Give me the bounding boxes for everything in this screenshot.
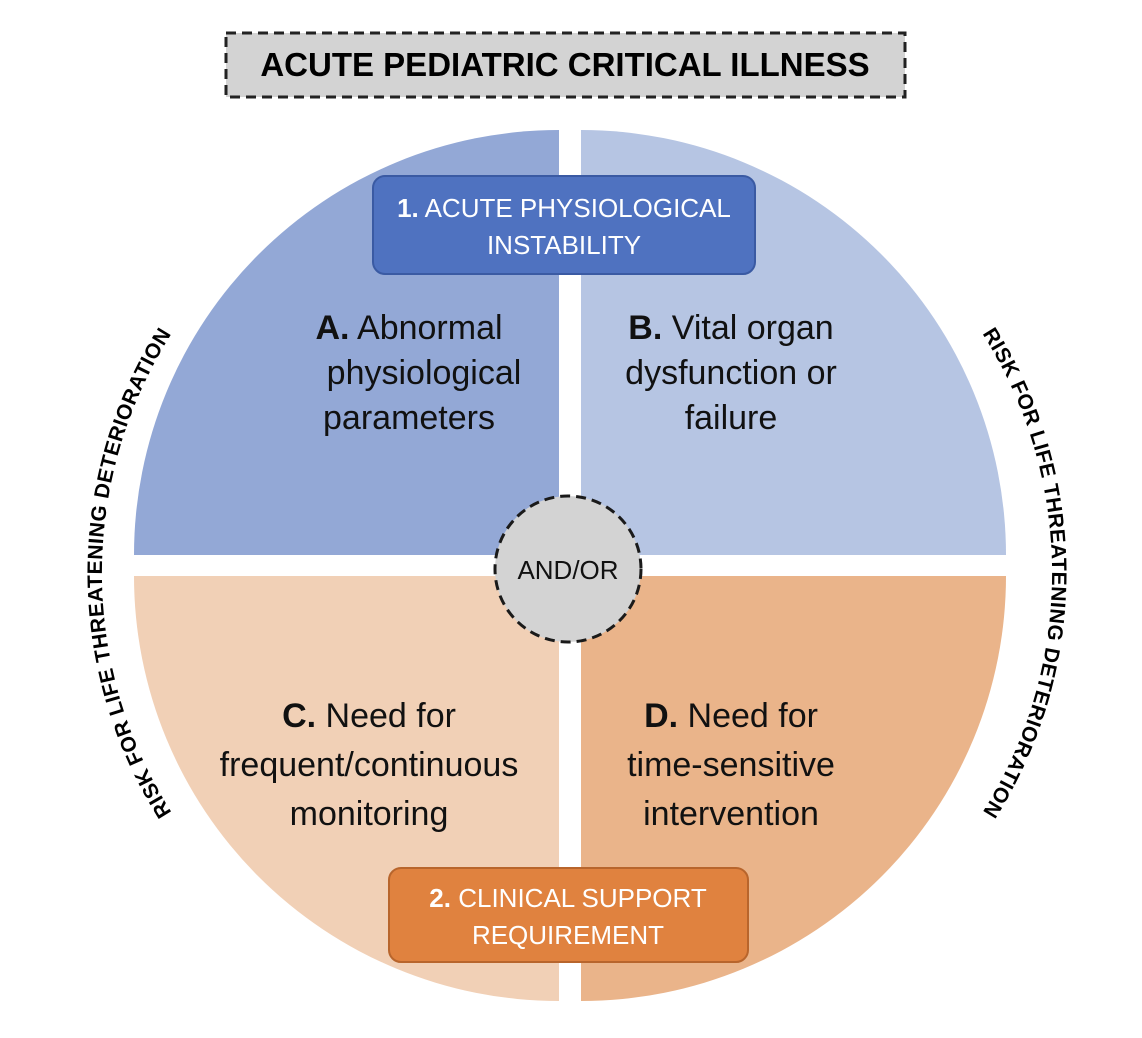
quadrant-c-line1: C. Need for: [282, 697, 456, 735]
quadrant-c-line3: monitoring: [290, 795, 449, 833]
quadrant-d-line2: time-sensitive: [627, 746, 835, 784]
right-side-label: RISK FOR LIFE THREATENING DETERIORATION: [978, 324, 1070, 822]
quadrant-b-line3: failure: [685, 399, 778, 437]
category-2-box: [388, 867, 749, 963]
quadrant-a-line1: A. Abnormal: [315, 309, 502, 347]
category-1-box: [372, 175, 756, 275]
category-clinical-support: 2. CLINICAL SUPPORT REQUIREMENT: [388, 867, 749, 963]
category-physiological-instability: 1. ACUTE PHYSIOLOGICAL INSTABILITY: [372, 175, 756, 275]
quadrant-c-line2: frequent/continuous: [220, 746, 519, 784]
header-box: [224, 31, 907, 99]
quadrant-d-line1: D. Need for: [644, 697, 818, 735]
quadrant-a-line2: physiological: [327, 354, 522, 392]
category-2-line1: 2. CLINICAL SUPPORT: [429, 883, 707, 913]
quadrant-a-line3: parameters: [323, 399, 495, 437]
quadrant-b-line2: dysfunction or: [625, 354, 837, 392]
category-1-line2: INSTABILITY: [487, 230, 641, 260]
quadrant-b-line1: B. Vital organ: [628, 309, 833, 347]
quadrant-d-line3: intervention: [643, 795, 819, 833]
left-side-label: RISK FOR LIFE THREATENING DETERIORATION: [84, 324, 176, 822]
header-title: ACUTE PEDIATRIC CRITICAL ILLNESS: [260, 46, 869, 83]
center-label: AND/OR: [517, 555, 618, 585]
center-connector: AND/OR: [493, 494, 643, 644]
category-2-line2: REQUIREMENT: [472, 920, 664, 950]
category-1-line1: 1. ACUTE PHYSIOLOGICAL: [397, 193, 731, 223]
center-circle: [493, 494, 643, 644]
header: ACUTE PEDIATRIC CRITICAL ILLNESS: [224, 31, 907, 99]
